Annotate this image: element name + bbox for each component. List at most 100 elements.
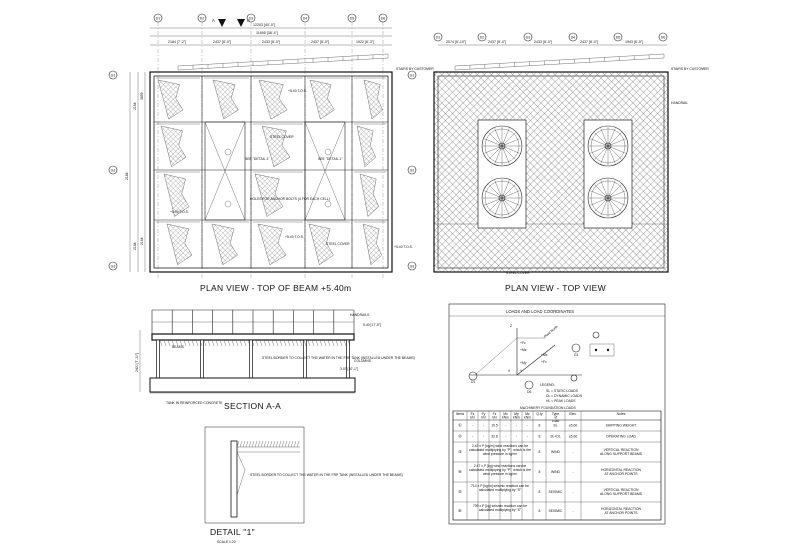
border-hatch [171,339,175,347]
grating-tick [248,440,252,448]
table-cell-mz: - [527,424,528,428]
fan-opening-right [304,121,346,221]
axis-z: Z [510,324,512,328]
table-header-cell: kN [481,416,486,420]
overall-dimension: 12203 [40'-0"] [253,23,275,27]
section-letter-left: A [212,18,215,23]
table-cell-my: - [516,435,517,439]
fan-spoke [494,197,503,216]
table-cell-type: WIND [551,450,561,454]
bubble-d1 [468,371,478,381]
fan-spoke [501,197,520,206]
grating-tick [245,440,249,448]
fan-spoke [501,132,516,147]
border-hatch [279,339,283,347]
fan-spoke [590,190,609,199]
fan-spoke [607,145,626,154]
table-header-cell: Fy [482,412,486,416]
border-hatch [327,339,331,347]
grid-bubble-d2 [477,32,487,42]
loads-panel: LOADS AND LOAD COORDINATES D1 D6 G1 Z X … [448,303,666,525]
axis-x: X [508,369,511,373]
grid-label-g2: G2 [410,168,415,172]
sub-dimension: 11695 [38'-4"] [256,31,278,35]
table-cell-elev: ±5.60 [569,424,578,428]
border-hatch [259,339,263,347]
section-height-dim: 2400 [7'-10"] [135,353,139,372]
table-cell-description: 799 x P [kg] seismic reaction can be [473,504,527,508]
fan-spoke [600,128,609,147]
fan-spoke [594,184,609,199]
table-cell-notes: VERTICAL REACTION [604,488,639,492]
top-bay-dim-5: 1943 [6'-5"] [625,40,643,44]
left-dim-5: 2184 [133,242,137,250]
fan-spoke [607,190,626,199]
grating-tick [251,440,255,448]
note-stairs: STAIRS BY CUSTOMER [396,67,434,71]
table-cell-mx: - [505,435,506,439]
border-hatch [275,339,279,347]
table-header-cell: kNm [502,416,509,420]
detail-title: DETAIL "1" [210,527,255,537]
top-bay-dim-1: 2074 [6'-10"] [446,40,466,44]
table-cell-item: ⑤ [458,489,462,494]
bay-dim-1: 2184 [7'-2"] [168,40,186,44]
fan-spoke [501,197,516,212]
border-hatch [179,339,183,347]
fan-opening-left [204,121,246,221]
table-cell-qty: 8 [539,424,541,428]
fan-spoke [501,128,510,147]
note-detail-right: SEE "DETAIL 1" [318,157,343,161]
beam-cells [153,75,389,269]
axis-y: Y [520,369,523,373]
border-hatch [187,339,191,347]
table-cell-elev: - [572,490,573,494]
fan-spoke [488,197,503,212]
fan-spoke [484,138,503,147]
plan-top-title: PLAN VIEW - TOP VIEW [505,283,606,293]
border-hatch [235,339,239,347]
table-cell-elev: - [572,470,573,474]
table-cell-type: SL+DL [550,435,561,439]
table-cell-notes: AT ANCHOR POINTS [604,511,638,515]
border-hatch [315,339,319,347]
grating-patch [166,223,193,266]
grating-patch [261,125,291,168]
border-hatch [271,339,275,347]
fan-spoke [501,180,510,199]
grating-tick [278,440,282,448]
table-cell-item: ③ [458,449,462,454]
fan-spoke [607,132,622,147]
fan-spoke [594,197,609,212]
fan-spoke [594,132,609,147]
border-hatch [295,339,299,347]
border-hatch [211,339,215,347]
dimension-chain-left: 2184 2164 3859 2164 2184 [125,72,146,272]
bay-dim-3: 2433 [8'-0"] [262,40,280,44]
grating-patch [258,79,288,120]
table-cell-item: ⑥ [458,508,462,513]
table-cell-notes: AT ANCHOR POINTS [604,472,638,476]
table-cell-type: SEISMIC [549,490,563,494]
table-cell-notes: HORIZONTAL REACTION [601,507,641,511]
fan-ring [481,177,523,219]
grid-bubble-g2 [108,165,118,175]
table-title: MACHINERY FOUNDATION LOADS [520,406,577,410]
fan-spoke [501,197,510,216]
grid-bubble-d1 [433,32,443,42]
grid-label-d2: D2 [480,36,484,40]
axis-mx: +Mx [541,353,548,357]
grating-tick [239,440,243,448]
grating-tick [242,440,246,448]
grating-tick [296,440,300,448]
border-hatch [339,339,343,347]
dimension-chain-top-view: 2074 [6'-10"] 2437 [8'-0"] 2433 [8'-0"] … [438,40,667,46]
grating-patch [212,79,239,120]
fan-spoke [600,180,609,199]
fan-spoke [488,132,503,147]
section-a-a: 2400 [7'-10"] HANDRAILS BEAMS STEEL BORD… [135,309,415,411]
detail-hatch [236,440,300,496]
